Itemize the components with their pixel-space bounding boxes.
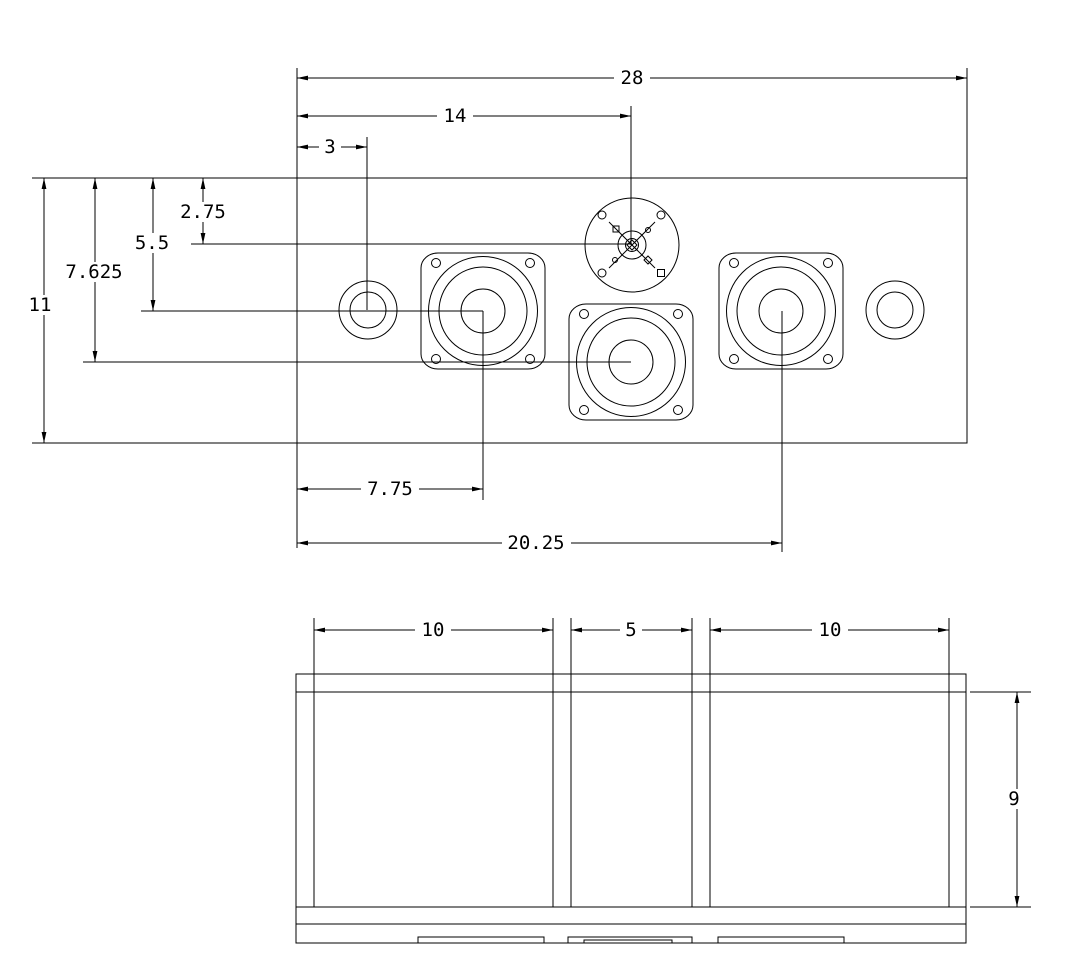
dim-label-overall-height: 11 [29, 294, 52, 316]
dim-right-chamber: 10 [710, 619, 949, 641]
arrowhead [297, 486, 308, 492]
dim-label-left-woofer-x: 7.75 [367, 478, 413, 500]
arrowhead [1014, 896, 1020, 907]
dim-label-woofer-low-y: 7.625 [65, 261, 122, 283]
dim-label-woofer-mid-y: 5.5 [135, 232, 169, 254]
dim-label-port-x: 3 [324, 136, 335, 158]
dim-right-woofer-x: 20.25 [297, 532, 782, 554]
tweeter [584, 197, 680, 293]
arrowhead [297, 540, 308, 546]
arrowhead [472, 486, 483, 492]
arrowhead [41, 178, 47, 189]
dim-tweeter-x: 14 [297, 105, 631, 127]
dim-label-tweeter-x: 14 [444, 105, 467, 127]
arrowhead [41, 432, 47, 443]
arrowhead [92, 351, 98, 362]
arrowhead [620, 113, 631, 119]
dim-label-overall-width: 28 [621, 67, 644, 89]
dim-overall-height: 11 [24, 178, 57, 443]
arrowhead [200, 233, 206, 244]
dim-label-left-chamber: 10 [422, 619, 445, 641]
arrowhead [150, 300, 156, 311]
dim-label-center-chamber: 5 [625, 619, 636, 641]
arrowhead [150, 178, 156, 189]
dim-label-interior-depth: 9 [1008, 788, 1019, 810]
dim-interior-depth: 9 [970, 691, 1031, 908]
arrowhead [356, 144, 367, 150]
dim-overall-width: 28 [297, 67, 967, 89]
arrowhead [956, 75, 967, 81]
right-woofer [718, 252, 844, 370]
back-recess-left [417, 936, 545, 944]
dim-woofer-low-y: 7.625 [60, 178, 129, 362]
cabinet-outline [295, 673, 967, 944]
arrowhead [710, 627, 721, 633]
top-view: 10 5 10 9 [295, 618, 1031, 944]
dim-woofer-mid-y: 5.5 [129, 178, 175, 311]
arrowhead [92, 178, 98, 189]
dim-tweeter-y: 2.75 [174, 178, 232, 244]
dim-center-chamber: 5 [571, 619, 692, 641]
dim-label-right-woofer-x: 20.25 [507, 532, 564, 554]
dim-label-right-chamber: 10 [819, 619, 842, 641]
front-view: 28 14 3 11 [24, 67, 968, 554]
arrowhead [200, 178, 206, 189]
arrowhead [771, 540, 782, 546]
arrowhead [314, 627, 325, 633]
dim-port-x: 3 [297, 136, 367, 158]
arrowhead [297, 75, 308, 81]
left-port [338, 280, 398, 340]
arrowhead [542, 627, 553, 633]
dim-left-chamber: 10 [314, 619, 553, 641]
arrowhead [681, 627, 692, 633]
right-port [865, 280, 925, 340]
dim-label-tweeter-y: 2.75 [180, 201, 226, 223]
arrowhead [938, 627, 949, 633]
arrowhead [571, 627, 582, 633]
arrowhead [297, 144, 308, 150]
arrowhead [1014, 692, 1020, 703]
arrowhead [297, 113, 308, 119]
terminal-cup-inner [583, 939, 673, 944]
dim-left-woofer-x: 7.75 [297, 478, 483, 500]
back-recess-right [717, 936, 845, 944]
